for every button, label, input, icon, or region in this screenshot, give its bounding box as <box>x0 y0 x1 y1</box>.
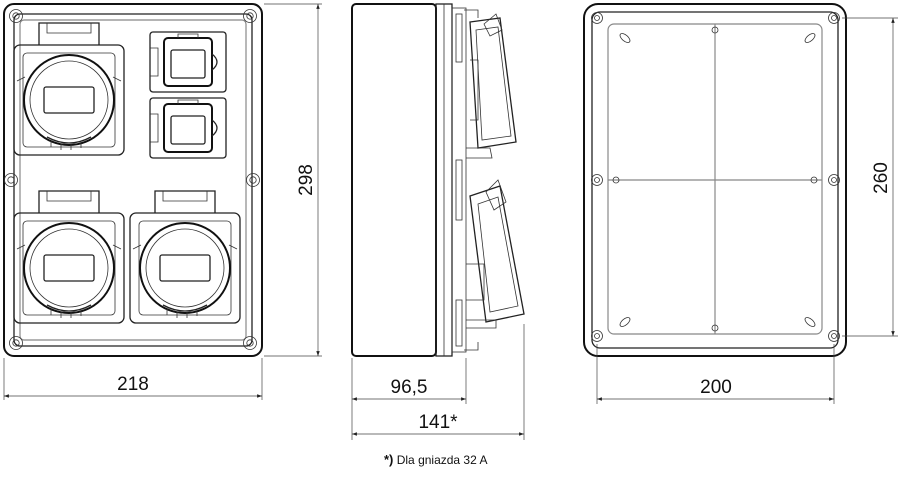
socket-230v-icon <box>149 31 227 93</box>
screw-icon <box>243 336 257 350</box>
lower-socket-lid-icon <box>466 179 525 329</box>
footnote: *) Dla gniazda 32 A <box>384 452 487 467</box>
side-depth-label: 96,5 <box>391 377 428 398</box>
side-view: 96,5 141* *) Dla gniazda 32 A <box>351 3 525 467</box>
mounting-hole-icon <box>591 330 603 342</box>
side-total-depth-label: 141* <box>418 412 458 433</box>
socket-230v-icon <box>149 97 227 159</box>
back-height-label: 260 <box>871 162 892 194</box>
front-panel <box>19 19 247 341</box>
back-rib-slots <box>612 26 818 332</box>
back-enclosure-inner <box>591 11 839 349</box>
back-enclosure-outline <box>583 3 847 357</box>
front-view: 218 298 <box>3 3 322 400</box>
footnote-text: Dla gniazda 32 A <box>393 453 487 467</box>
screw-icon <box>9 336 23 350</box>
mounting-hole-icon <box>591 12 603 24</box>
socket-32a-icon <box>129 190 241 324</box>
footnote-marker: *) <box>384 452 393 467</box>
back-width-label: 200 <box>700 377 732 398</box>
screw-icon <box>4 173 18 187</box>
side-body <box>351 3 437 357</box>
socket-32a-icon <box>13 22 125 156</box>
socket-32a-icon <box>13 190 125 324</box>
upper-socket-lid-icon <box>466 13 517 159</box>
back-view: 200 260 <box>583 3 898 404</box>
screw-icon <box>246 173 260 187</box>
mounting-hole-icon <box>591 174 603 186</box>
front-height-label: 298 <box>296 164 317 196</box>
front-enclosure-outline <box>3 3 263 357</box>
front-width-label: 218 <box>117 374 149 395</box>
